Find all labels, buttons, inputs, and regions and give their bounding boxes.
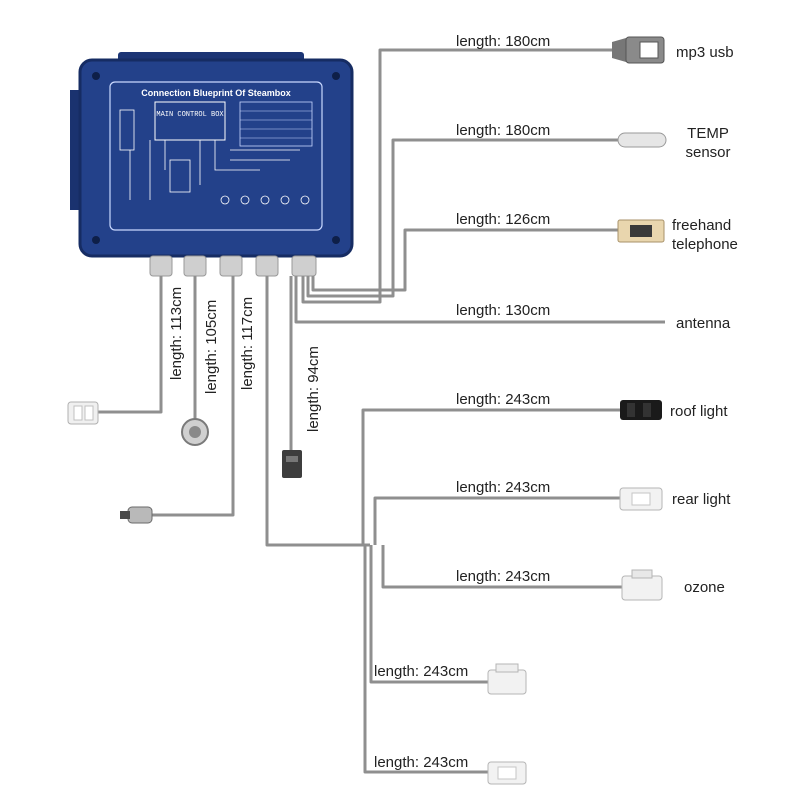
cable-gland (291, 255, 317, 277)
cable-gland (219, 255, 243, 277)
device-label: antenna (676, 315, 731, 332)
device-label: mp3 usb (676, 44, 734, 61)
power-module-diagram (119, 109, 135, 151)
wire-mp3-usb (301, 48, 625, 304)
wire-roof-light (361, 408, 620, 545)
right-cable-labels: length: 180cm mp3 usb length: 180cm TEMP… (374, 33, 738, 771)
wire-113cm (96, 276, 163, 414)
black-plug-icon (620, 400, 662, 420)
device-label: rear light (672, 491, 731, 508)
device-label: telephone (672, 236, 738, 253)
wire-rear-light (373, 496, 620, 545)
white-plug-icon (487, 761, 527, 785)
wire-plug-9 (363, 545, 492, 774)
ozone-plug-icon (621, 569, 663, 601)
usb-plug-icon (612, 36, 665, 64)
length-label: length: 130cm (456, 302, 550, 319)
box-screw (92, 236, 100, 244)
black-connector-icon (282, 450, 302, 478)
length-label: length: 243cm (456, 479, 550, 496)
length-label: length: 243cm (456, 391, 550, 408)
length-label: length: 180cm (456, 122, 550, 139)
white-connector-icon (67, 401, 99, 425)
wire-ozone (381, 545, 622, 589)
white-plug-icon (619, 487, 663, 511)
box-screw (332, 72, 340, 80)
pin-connector-icon (120, 506, 153, 524)
length-label: length: 94cm (305, 346, 322, 432)
device-label: sensor (685, 144, 730, 161)
length-label: length: 126cm (456, 211, 550, 228)
wire-antenna (294, 276, 665, 324)
box-screw (332, 236, 340, 244)
temp-sensor-icon (617, 132, 667, 148)
spec-table (239, 101, 313, 147)
blueprint-title: Connection Blueprint Of Steambox (141, 88, 291, 98)
length-label: length: 180cm (456, 33, 550, 50)
length-label: length: 243cm (374, 754, 468, 771)
cable-gland (149, 255, 173, 277)
main-control-box-label: MAIN CONTROL BOX (156, 111, 224, 119)
length-label: length: 105cm (203, 300, 220, 394)
cable-gland (183, 255, 207, 277)
length-label: length: 243cm (374, 663, 468, 680)
device-label: freehand (672, 217, 731, 234)
main-control-box-diagram (154, 101, 226, 141)
control-box: Connection Blueprint Of Steambox MAIN CO… (70, 52, 354, 277)
control-panel-diagram (169, 159, 191, 193)
wires (96, 48, 665, 774)
length-label: length: 113cm (168, 287, 185, 380)
device-label: ozone (684, 579, 725, 596)
cable-gland (255, 255, 279, 277)
box-body (78, 58, 354, 258)
down-cable-labels: length: 113cm length: 105cm length: 117c… (168, 287, 322, 432)
box-screw (92, 72, 100, 80)
device-label: TEMP (687, 125, 729, 142)
wire-117cm (150, 276, 235, 517)
length-label: length: 117cm (239, 297, 256, 390)
white-plug-icon (487, 663, 527, 695)
wire-harness (265, 276, 370, 547)
phone-jack-icon (617, 219, 665, 243)
wire-temp-sensor (306, 138, 625, 298)
device-label: roof light (670, 403, 728, 420)
wire-telephone (311, 228, 618, 292)
wire-plug-8 (369, 545, 492, 684)
length-label: length: 243cm (456, 568, 550, 585)
blueprint-lines (129, 140, 300, 200)
round-connector-icon (181, 418, 209, 446)
blueprint-frame (109, 81, 323, 231)
